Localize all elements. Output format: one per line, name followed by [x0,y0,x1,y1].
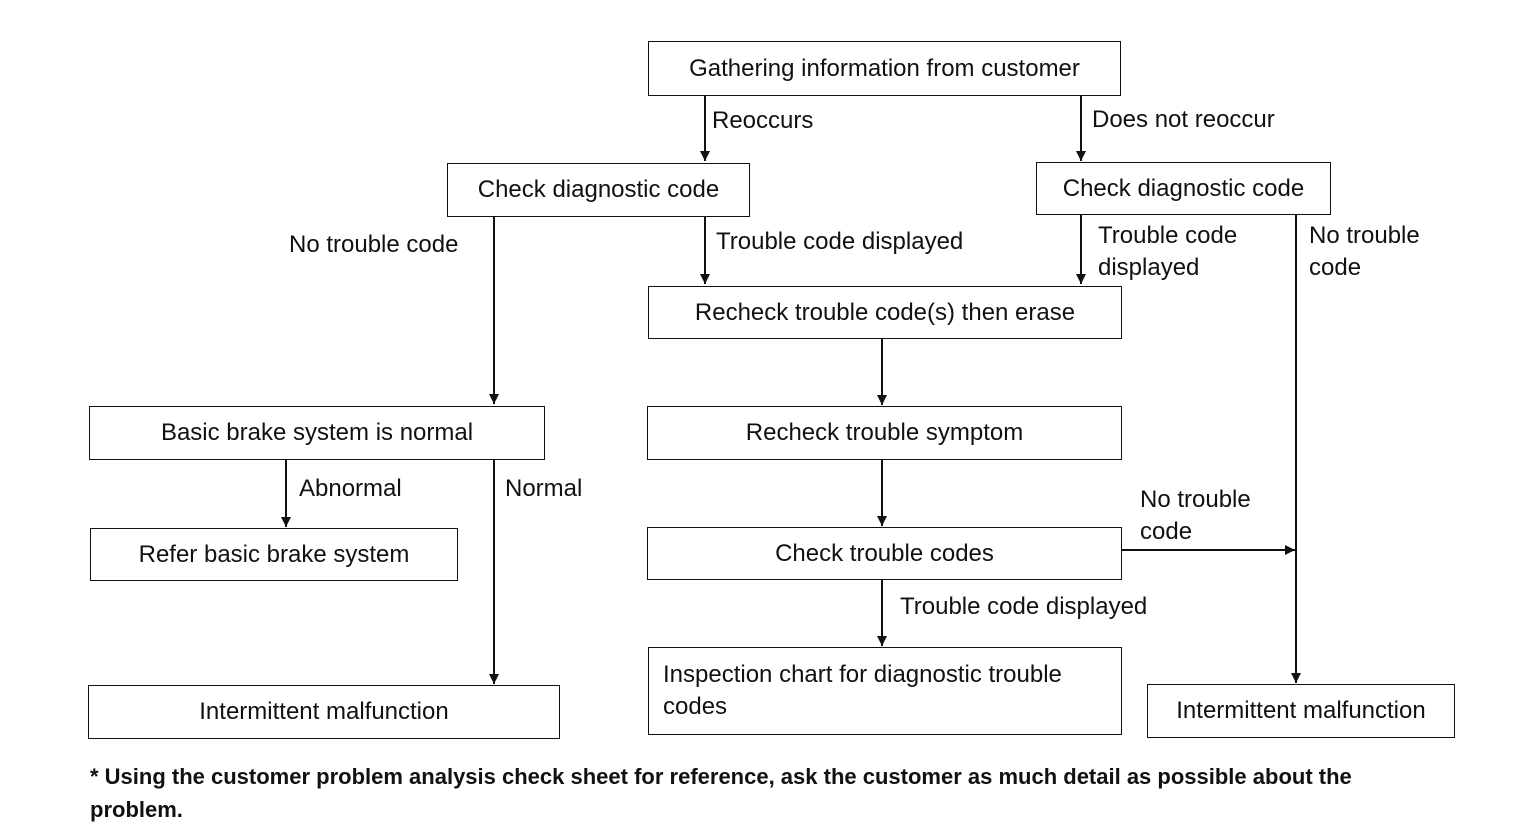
label-trouble-code-displayed-right-line2: displayed [1098,254,1200,281]
label-trouble-code-displayed-right-line1: Trouble code [1098,222,1238,249]
box-recheck-trouble-codes: Recheck trouble code(s) then erase [648,286,1122,339]
box-refer-basic-brake-system: Refer basic brake system [90,528,458,581]
box-gathering-information: Gathering information from customer [648,41,1121,96]
box-intermittent-malfunction-right: Intermittent malfunction [1147,684,1455,738]
label-no-trouble-code-right-line2: code [1309,254,1362,281]
box-intermittent-malfunction-left: Intermittent malfunction [88,685,560,739]
label-reoccurs: Reoccurs [712,107,814,134]
label-no-trouble-code-check-line1: No trouble [1140,486,1251,513]
label-abnormal: Abnormal [299,475,402,502]
label-trouble-code-displayed-mid: Trouble code displayed [716,228,964,255]
label-normal: Normal [505,475,583,502]
box-recheck-trouble-symptom: Recheck trouble symptom [647,406,1122,460]
label-no-trouble-code-right-line1: No trouble [1309,222,1420,249]
label-does-not-reoccur: Does not reoccur [1092,106,1275,133]
box-check-diagnostic-code-right: Check diagnostic code [1036,162,1331,215]
box-check-diagnostic-code-left: Check diagnostic code [447,163,750,217]
label-no-trouble-code-left: No trouble code [289,231,459,258]
box-inspection-chart: Inspection chart for diagnostic trouble … [648,647,1122,735]
label-no-trouble-code-check-line2: code [1140,518,1193,545]
box-check-trouble-codes: Check trouble codes [647,527,1122,580]
label-trouble-code-displayed-bottom: Trouble code displayed [900,593,1148,620]
box-basic-brake-normal: Basic brake system is normal [89,406,545,460]
footnote: * Using the customer problem analysis ch… [90,764,1352,822]
